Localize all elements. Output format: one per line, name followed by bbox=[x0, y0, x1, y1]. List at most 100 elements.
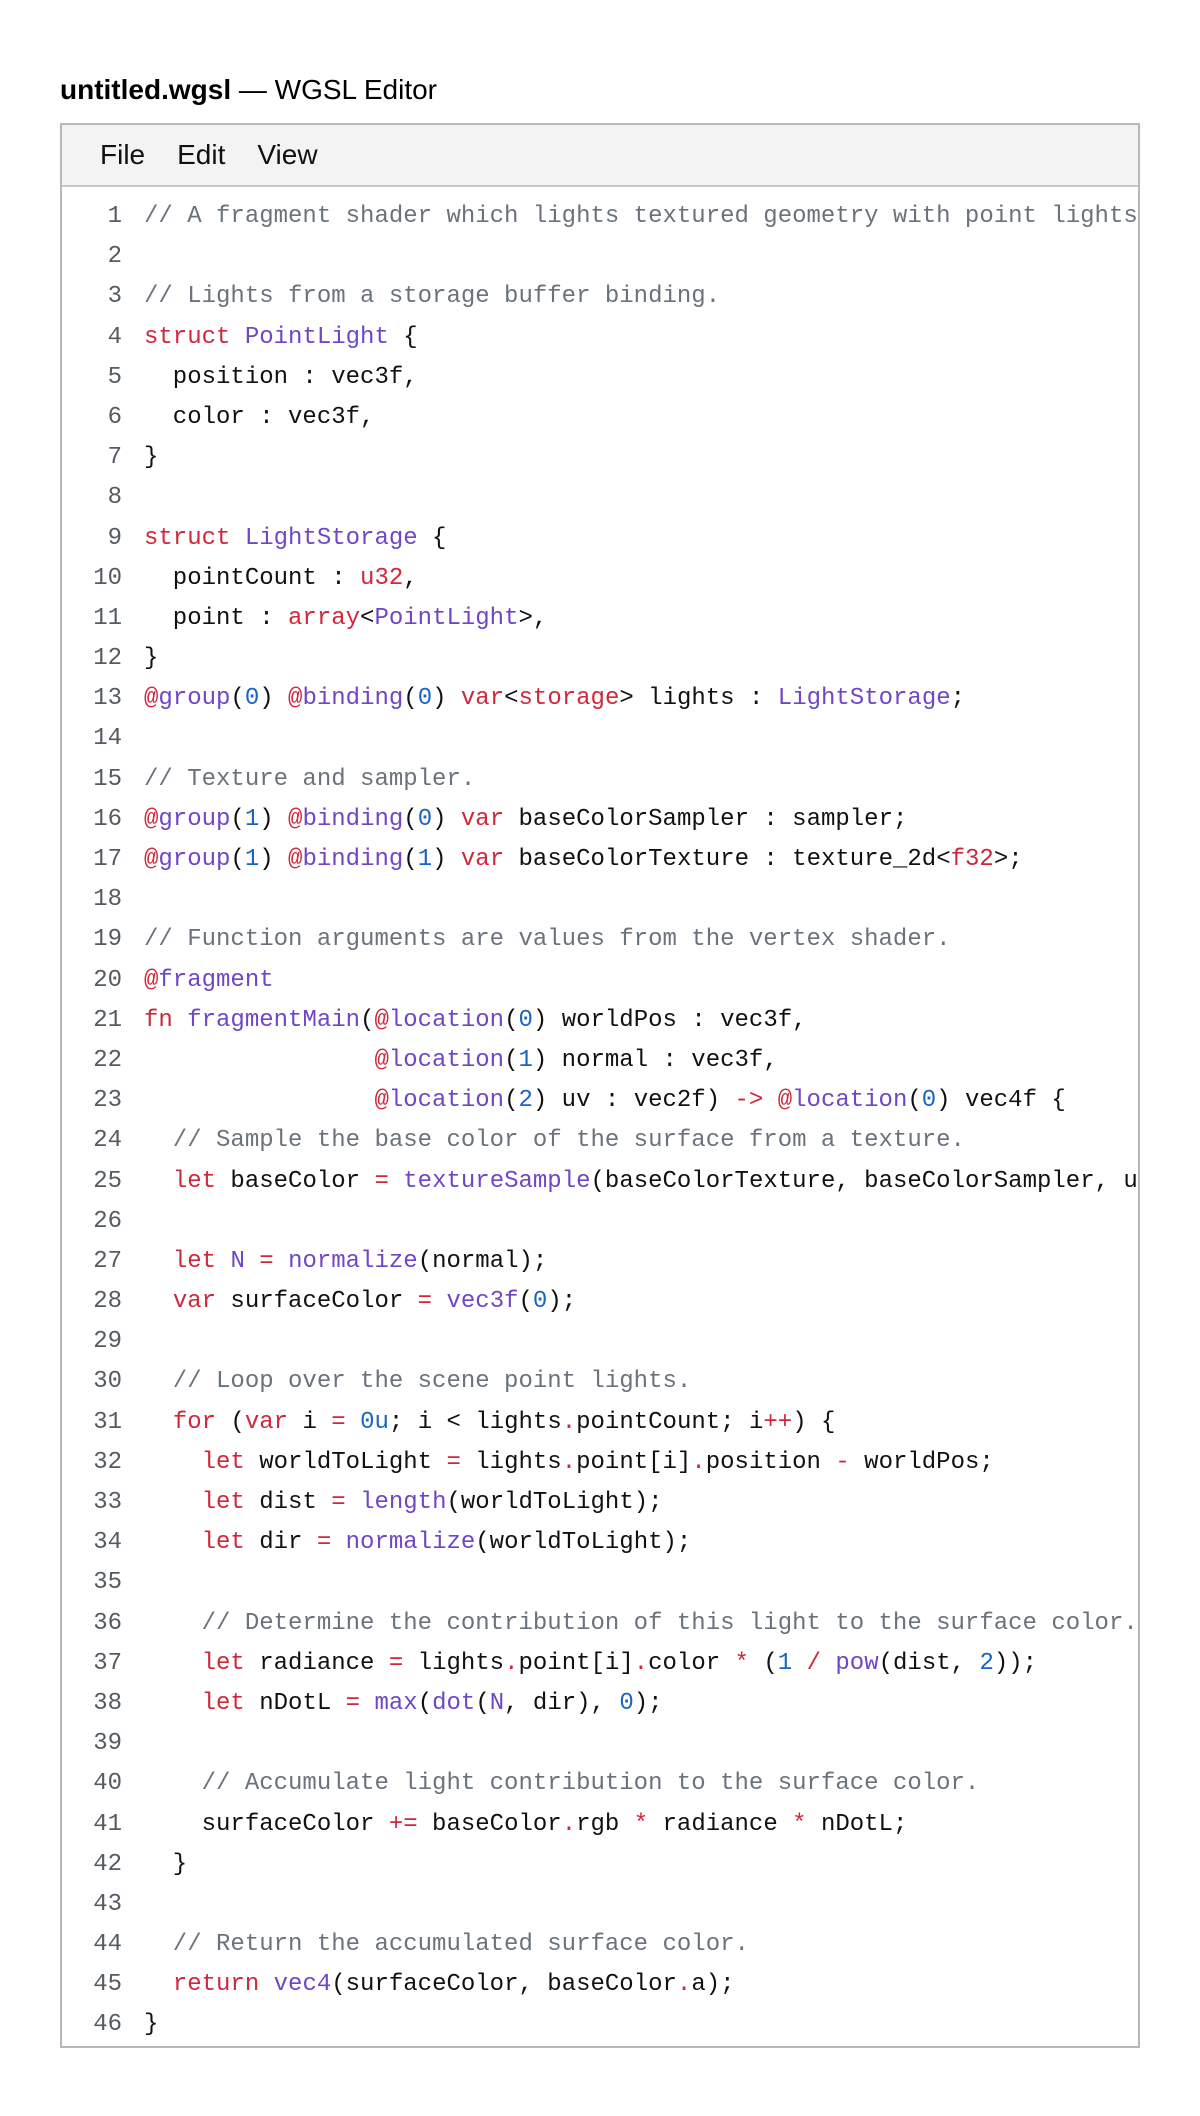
code-line[interactable]: 38 let nDotL = max(dot(N, dir), 0); bbox=[62, 1684, 1138, 1724]
line-text: let N = normalize(normal); bbox=[172, 1247, 548, 1275]
line-number: 7 bbox=[107, 444, 122, 472]
code-line[interactable]: 4 struct PointLight { bbox=[62, 318, 1138, 358]
line-text: // Return the accumulated surface color. bbox=[144, 1931, 749, 1959]
line-text: let dir = normalize(worldToLight); bbox=[201, 1529, 692, 1557]
menu-file[interactable]: File bbox=[100, 139, 146, 170]
line-number: 41 bbox=[93, 1810, 122, 1838]
line-text: // Sample the base color of the surface … bbox=[144, 1127, 965, 1155]
line-number: 15 bbox=[93, 765, 122, 793]
line-number: 5 bbox=[107, 363, 122, 391]
line-number: 6 bbox=[107, 403, 122, 431]
line-number: 8 bbox=[107, 484, 122, 512]
code-line[interactable]: 14 bbox=[62, 719, 1138, 759]
line-number: 11 bbox=[93, 604, 122, 632]
code-line[interactable]: 7} bbox=[62, 438, 1138, 478]
code-line[interactable]: 26 bbox=[62, 1202, 1138, 1242]
line-number: 1 bbox=[107, 203, 122, 230]
line-number: 35 bbox=[93, 1569, 122, 1597]
code-line[interactable]: 27 let N = normalize(normal); bbox=[62, 1242, 1138, 1282]
line-number: 13 bbox=[93, 685, 122, 713]
code-line[interactable]: 45 return vec4(surfaceColor, baseColor.a… bbox=[62, 1965, 1138, 2005]
line-text bbox=[122, 1563, 144, 1603]
line-text: for (var i = 0u; i < lights.pointCount; … bbox=[172, 1408, 836, 1436]
line-text: } bbox=[144, 1850, 188, 1878]
code-line[interactable]: 12} bbox=[62, 639, 1138, 679]
code-line[interactable]: 10 pointCount : u32, bbox=[62, 559, 1138, 599]
line-number: 23 bbox=[93, 1087, 122, 1115]
code-line[interactable]: 11 point : array<PointLight>, bbox=[62, 599, 1138, 639]
line-text bbox=[122, 1885, 144, 1925]
line-text: var surfaceColor = vec3f(0); bbox=[172, 1288, 577, 1316]
code-line[interactable]: 17@group(1) @binding(1) var baseColorTex… bbox=[62, 840, 1138, 880]
code-line[interactable]: 8 bbox=[62, 478, 1138, 518]
code-area[interactable]: 1// A fragment shader which lights textu… bbox=[62, 197, 1138, 2046]
line-text: let dist = length(worldToLight); bbox=[201, 1489, 663, 1516]
code-line[interactable]: 29 bbox=[62, 1322, 1138, 1362]
file-name: untitled.wgsl bbox=[60, 74, 232, 105]
line-number: 4 bbox=[107, 323, 122, 351]
code-line[interactable]: 2 bbox=[62, 237, 1138, 277]
line-text: let baseColor = textureSample(baseColorT… bbox=[172, 1167, 1140, 1195]
line-number: 44 bbox=[93, 1931, 122, 1959]
line-text: fn fragmentMain(@location(0) worldPos : … bbox=[144, 1006, 807, 1034]
line-text bbox=[122, 880, 144, 920]
code-line[interactable]: 40 // Accumulate light contribution to t… bbox=[62, 1764, 1138, 1804]
line-text: @fragment bbox=[144, 966, 274, 994]
code-line[interactable]: 46} bbox=[62, 2005, 1138, 2045]
line-text: } bbox=[144, 2011, 159, 2039]
code-line[interactable]: 3// Lights from a storage buffer binding… bbox=[62, 277, 1138, 317]
code-line[interactable]: 16 @group(1) @binding(0) var baseColorSam… bbox=[62, 800, 1138, 840]
code-line[interactable]: 30 // Loop over the scene point lights. bbox=[62, 1362, 1138, 1402]
menu-view[interactable]: View bbox=[257, 139, 318, 170]
code-line[interactable]: 33 let dist = length(worldToLight); bbox=[62, 1483, 1138, 1523]
line-number: 18 bbox=[93, 886, 122, 914]
code-line[interactable]: 41 surfaceColor += baseColor.rgb * radia… bbox=[62, 1805, 1138, 1845]
code-line[interactable]: 43 bbox=[62, 1885, 1138, 1925]
code-line[interactable]: 20@fragment bbox=[62, 961, 1138, 1001]
line-text: // Lights from a storage buffer binding. bbox=[144, 283, 721, 311]
code-line[interactable]: 5 position : vec3f, bbox=[62, 358, 1138, 398]
code-line[interactable]: 35 bbox=[62, 1563, 1138, 1603]
code-line[interactable]: 1// A fragment shader which lights textu… bbox=[62, 197, 1138, 237]
line-number: 25 bbox=[93, 1167, 122, 1195]
code-line[interactable]: 37 let radiance = lights.point[i].color … bbox=[62, 1644, 1138, 1684]
code-line[interactable]: 39 bbox=[62, 1724, 1138, 1764]
line-text bbox=[122, 719, 144, 759]
line-number: 45 bbox=[93, 1971, 122, 1999]
line-text: point : array<PointLight>, bbox=[144, 604, 548, 632]
code-line[interactable]: 34 let dir = normalize(worldToLight); bbox=[62, 1523, 1138, 1563]
code-line[interactable]: 22 @location(1) normal : vec3f, bbox=[62, 1041, 1138, 1081]
line-number: 17 bbox=[93, 846, 122, 873]
line-text: struct PointLight { bbox=[144, 323, 418, 351]
code-line[interactable]: 31 for (var i = 0u; i < lights.pointCoun… bbox=[62, 1403, 1138, 1443]
line-text bbox=[122, 1724, 144, 1764]
code-line[interactable]: 24 // Sample the base color of the surfa… bbox=[62, 1121, 1138, 1161]
code-line[interactable]: 25 let baseColor = textureSample(baseCol… bbox=[62, 1162, 1138, 1202]
code-line[interactable]: 36 // Determine the contribution of this… bbox=[62, 1604, 1138, 1644]
line-number: 36 bbox=[93, 1609, 122, 1637]
line-number: 34 bbox=[93, 1529, 122, 1557]
code-line[interactable]: 32 let worldToLight = lights.point[i].po… bbox=[62, 1443, 1138, 1483]
line-number: 22 bbox=[93, 1046, 122, 1074]
code-line[interactable]: 13@group(0) @binding(0) var<storage> lig… bbox=[62, 679, 1138, 719]
line-number: 29 bbox=[93, 1328, 122, 1356]
code-line[interactable]: 19// Function arguments are values from … bbox=[62, 920, 1138, 960]
line-text: @group(1) @binding(0) var baseColorSampl… bbox=[144, 805, 908, 833]
code-line[interactable]: 15// Texture and sampler. bbox=[62, 760, 1138, 800]
line-number: 16 bbox=[93, 805, 122, 833]
code-line[interactable]: 23 @location(2) uv : vec2f) -> @location… bbox=[62, 1081, 1138, 1121]
code-editor[interactable]: File Edit View 1// A fragment shader whi… bbox=[60, 123, 1140, 2048]
menu-edit[interactable]: Edit bbox=[177, 139, 226, 170]
code-line[interactable]: 28 var surfaceColor = vec3f(0); bbox=[62, 1282, 1138, 1322]
line-number: 31 bbox=[93, 1408, 122, 1436]
line-number: 27 bbox=[93, 1247, 122, 1275]
code-line[interactable]: 42 } bbox=[62, 1845, 1138, 1885]
code-line[interactable]: 44 // Return the accumulated surface col… bbox=[62, 1925, 1138, 1965]
code-line[interactable]: 18 bbox=[62, 880, 1138, 920]
line-text: pointCount : u32, bbox=[144, 564, 418, 592]
line-number: 28 bbox=[93, 1288, 122, 1316]
code-line[interactable]: 6 color : vec3f, bbox=[62, 398, 1138, 438]
line-number: 39 bbox=[93, 1730, 122, 1758]
